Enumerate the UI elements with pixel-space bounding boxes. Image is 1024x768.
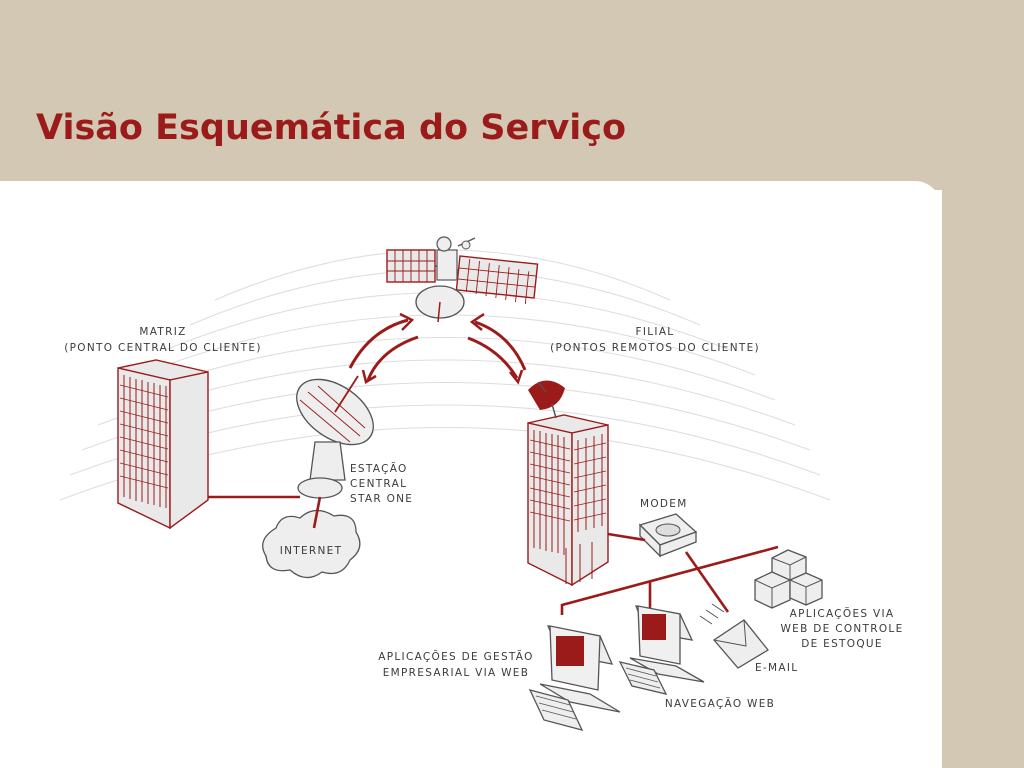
filial-sublabel: (PONTOS REMOTOS DO CLIENTE) bbox=[550, 342, 760, 354]
apps-gestao-label-1: APLICAÇÕES DE GESTÃO bbox=[378, 650, 533, 663]
satellite-icon bbox=[386, 236, 539, 323]
headquarters-building-icon bbox=[117, 359, 209, 530]
matriz-label: MATRIZ bbox=[139, 326, 186, 338]
estacao-label-2: CENTRAL bbox=[350, 478, 407, 490]
branch-dish-icon bbox=[528, 380, 565, 419]
panel-edge bbox=[930, 190, 942, 768]
estacao-label-3: STAR ONE bbox=[350, 493, 413, 505]
email-label: E-MAIL bbox=[755, 662, 798, 674]
filial-label: FILIAL bbox=[636, 326, 675, 338]
apps-estoque-label-3: DE ESTOQUE bbox=[801, 638, 883, 650]
ground-station-dish-icon bbox=[296, 375, 374, 499]
modem-icon bbox=[638, 513, 698, 558]
modem-label: MODEM bbox=[640, 498, 688, 510]
apps-estoque-label-2: WEB DE CONTROLE bbox=[780, 623, 903, 635]
internet-label: INTERNET bbox=[280, 545, 343, 557]
signal-arrows bbox=[348, 312, 527, 385]
apps-estoque-label-1: APLICAÇÕES VIA bbox=[790, 607, 895, 620]
estacao-label-1: ESTAÇÃO bbox=[350, 462, 408, 475]
branch-building-icon bbox=[527, 414, 609, 587]
computer-gestao-icon bbox=[528, 625, 621, 731]
page-title: Visão Esquemática do Serviço bbox=[36, 108, 627, 148]
matriz-sublabel: (PONTO CENTRAL DO CLIENTE) bbox=[64, 342, 261, 354]
email-envelope-icon bbox=[699, 603, 769, 669]
apps-gestao-label-2: EMPRESARIAL VIA WEB bbox=[383, 667, 529, 679]
connection-wires bbox=[208, 495, 779, 615]
internet-cloud-icon bbox=[262, 509, 361, 579]
computer-navegacao-icon bbox=[618, 605, 705, 695]
inventory-boxes-icon bbox=[754, 549, 823, 609]
navegacao-label: NAVEGAÇÃO WEB bbox=[665, 697, 775, 710]
